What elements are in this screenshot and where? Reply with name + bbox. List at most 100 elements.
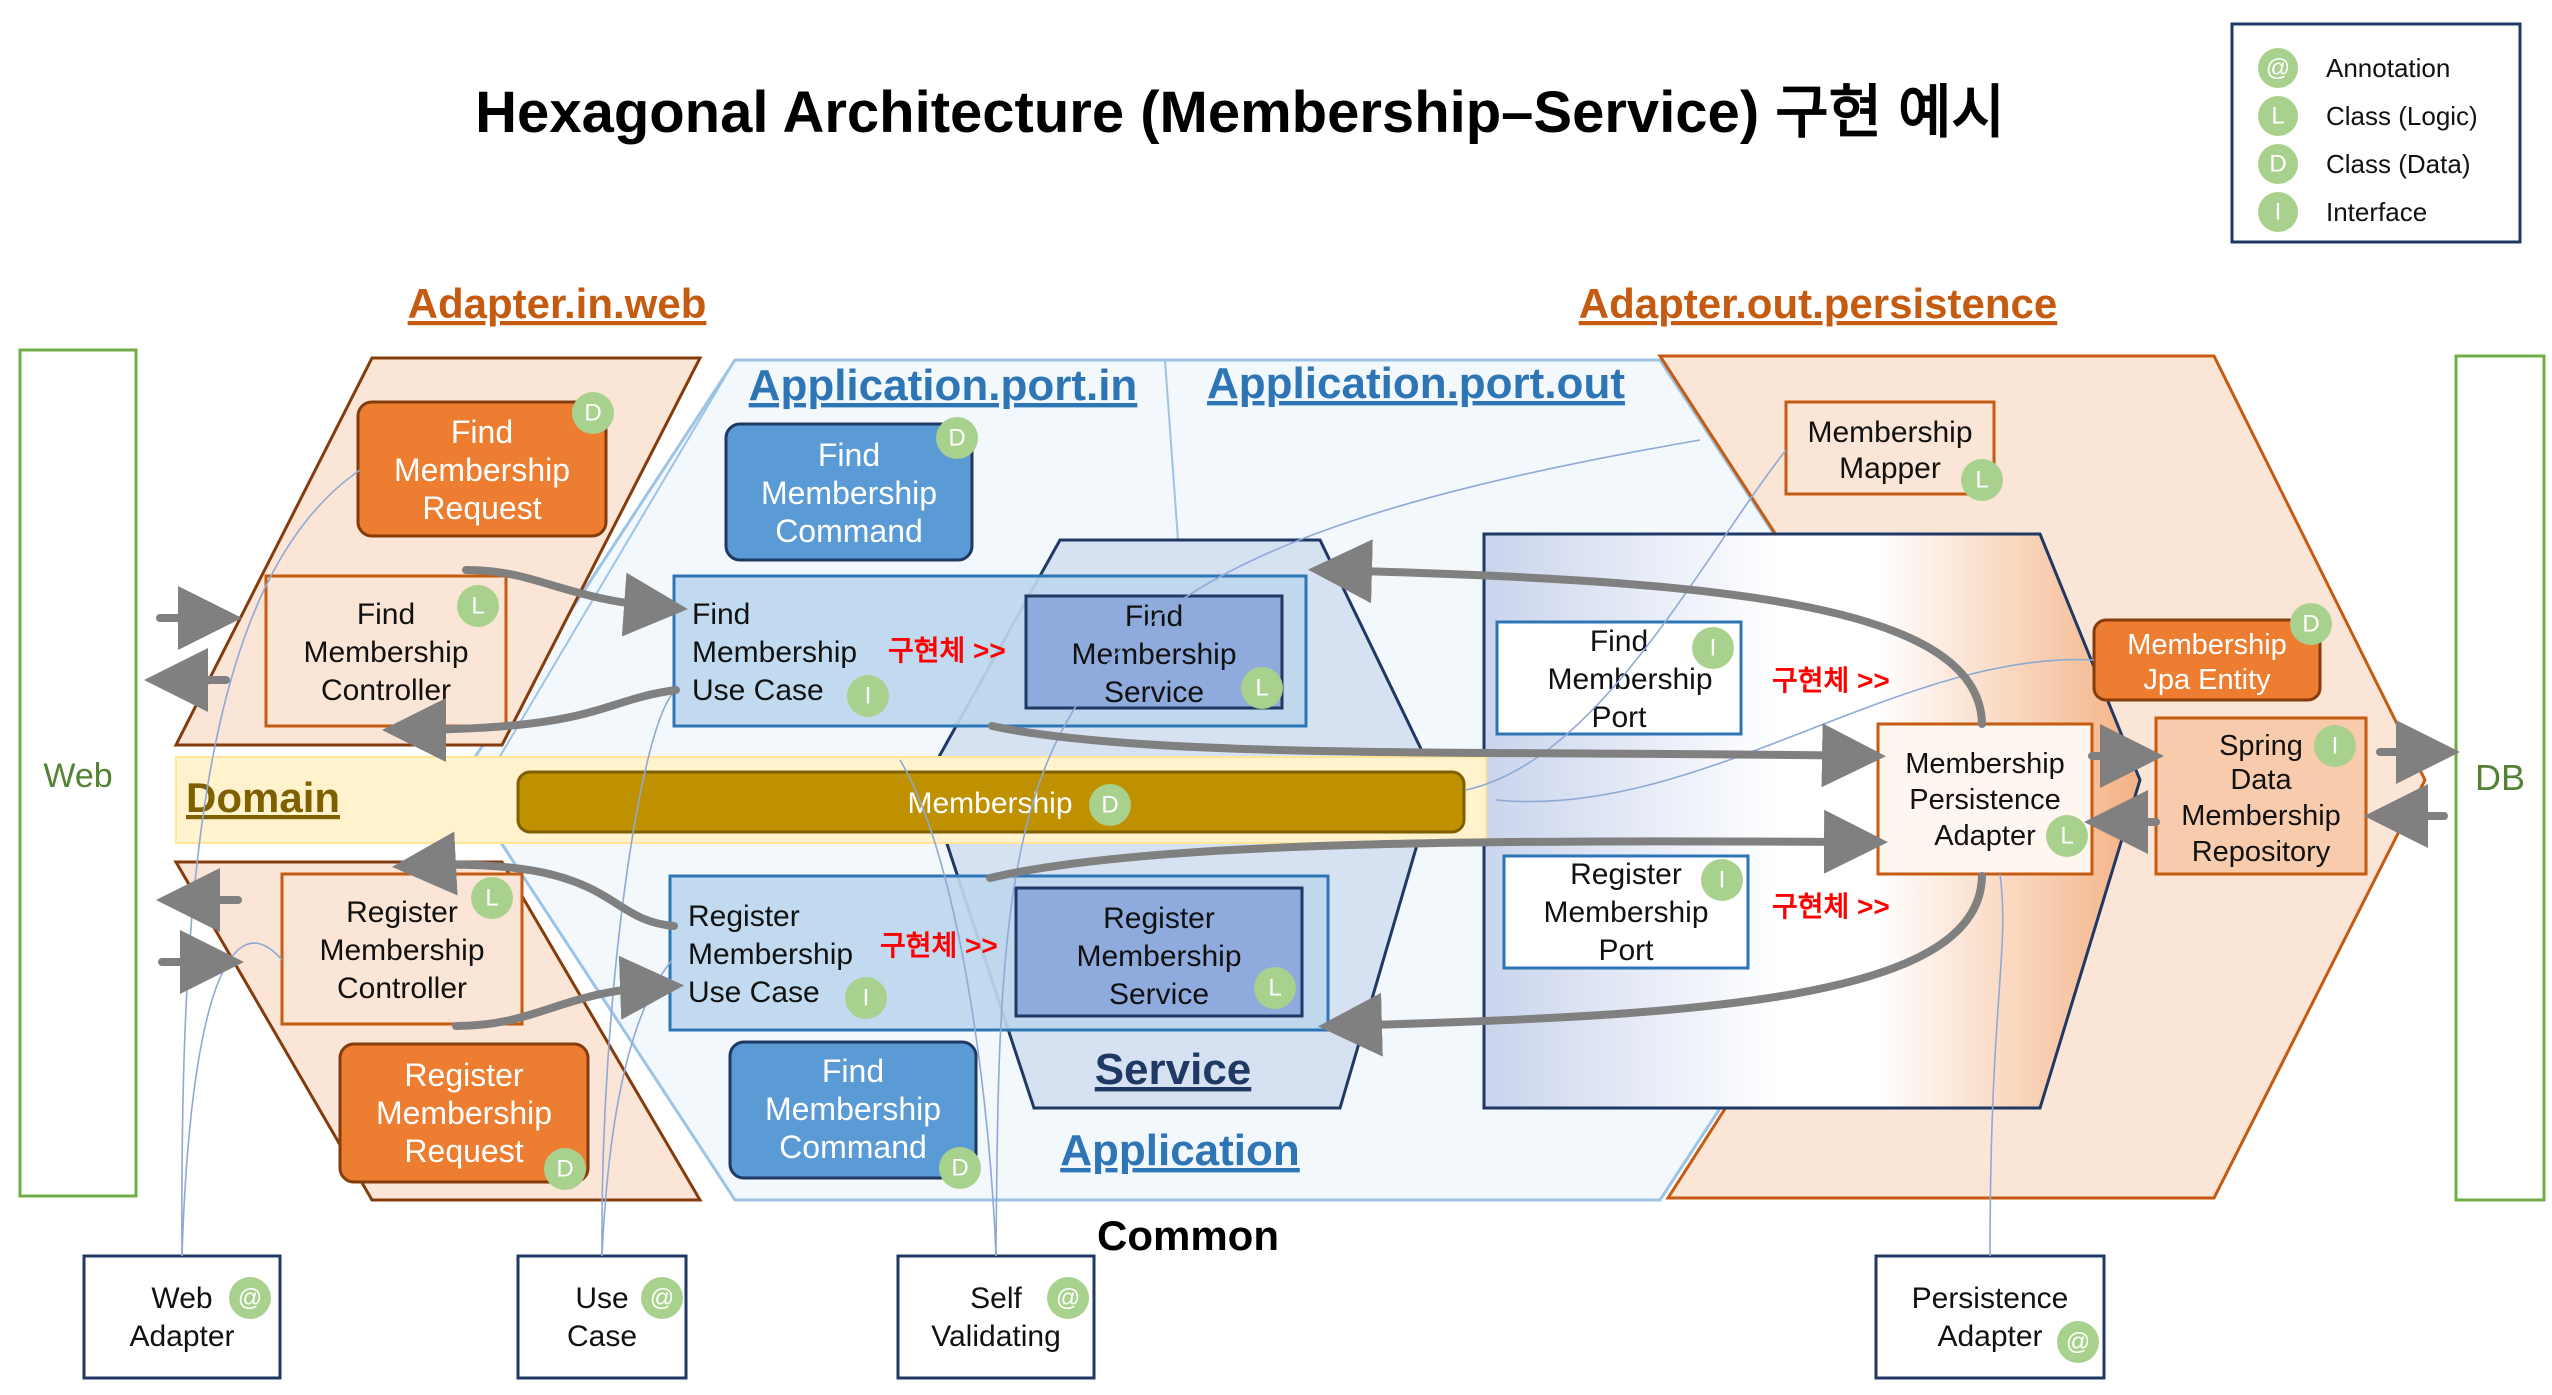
- svg-text:D: D: [556, 1156, 573, 1183]
- svg-text:Adapter: Adapter: [1937, 1320, 2042, 1353]
- svg-text:Membership: Membership: [1071, 638, 1236, 671]
- svg-text:Controller: Controller: [337, 972, 467, 1005]
- section-port-in: Application.port.in: [749, 361, 1138, 410]
- svg-text:Use Case: Use Case: [692, 674, 824, 707]
- svg-text:Persistence: Persistence: [1909, 784, 2061, 816]
- svg-text:I: I: [1710, 635, 1717, 662]
- register-membership-port[interactable]: Register Membership Port I: [1502, 854, 1750, 970]
- find-membership-command-2[interactable]: Find Membership Command D: [728, 1040, 981, 1189]
- svg-text:L: L: [485, 885, 498, 912]
- find-membership-request[interactable]: Find Membership Request D: [356, 392, 614, 538]
- find-membership-controller[interactable]: Find Membership Controller L: [264, 574, 508, 728]
- db-side-box: DB: [2454, 354, 2546, 1202]
- self-validating-annotation[interactable]: Self Validating @: [896, 1254, 1096, 1380]
- svg-text:Persistence: Persistence: [1912, 1282, 2069, 1315]
- implements-label: 구현체 >>: [880, 930, 998, 961]
- svg-text:Command: Command: [775, 513, 923, 549]
- svg-text:@: @: [2066, 1329, 2090, 1356]
- svg-text:Adapter: Adapter: [129, 1320, 234, 1353]
- membership-mapper[interactable]: Membership Mapper L: [1784, 400, 2003, 501]
- section-adapter-out-persistence: Adapter.out.persistence: [1579, 280, 2057, 327]
- membership-jpa-entity[interactable]: Membership Jpa Entity D: [2092, 603, 2332, 702]
- svg-text:Mapper: Mapper: [1839, 452, 1941, 485]
- svg-text:Request: Request: [404, 1133, 523, 1169]
- legend: @ Annotation L Class (Logic) D Class (Da…: [2230, 22, 2522, 244]
- svg-text:Command: Command: [779, 1129, 927, 1165]
- page-title: Hexagonal Architecture (Membership–Servi…: [475, 80, 2005, 145]
- svg-text:Membership: Membership: [907, 787, 1072, 820]
- svg-text:L: L: [1975, 467, 1988, 494]
- svg-text:Membership: Membership: [1543, 896, 1708, 929]
- svg-text:Find: Find: [692, 598, 750, 631]
- svg-text:Service: Service: [1104, 676, 1204, 709]
- svg-text:Annotation: Annotation: [2326, 53, 2450, 83]
- svg-text:L: L: [2271, 103, 2284, 130]
- svg-text:Membership: Membership: [1076, 940, 1241, 973]
- svg-text:D: D: [1101, 792, 1118, 819]
- implements-label: 구현체 >>: [888, 635, 1006, 666]
- svg-text:Register: Register: [346, 896, 458, 929]
- find-membership-port[interactable]: Find Membership Port I: [1495, 620, 1743, 736]
- annotation-connectors: [181, 439, 2095, 1257]
- membership-domain-entity[interactable]: Membership D: [516, 770, 1466, 834]
- register-membership-request[interactable]: Register Membership Request D: [338, 1042, 590, 1190]
- section-domain: Domain: [186, 774, 340, 821]
- svg-text:I: I: [865, 683, 872, 710]
- spring-data-membership-repository[interactable]: Spring Data Membership Repository I: [2154, 716, 2368, 876]
- svg-text:Membership: Membership: [761, 475, 937, 511]
- svg-text:Membership: Membership: [2181, 800, 2341, 832]
- find-membership-service[interactable]: Find Membership Service L: [1024, 594, 1284, 710]
- svg-text:Use: Use: [575, 1282, 628, 1315]
- svg-text:Register: Register: [1570, 858, 1682, 891]
- svg-text:D: D: [948, 425, 965, 452]
- web-side-box: Web: [18, 348, 138, 1198]
- register-membership-service[interactable]: Register Membership Service L: [1014, 886, 1304, 1018]
- section-service: Service: [1095, 1045, 1252, 1094]
- svg-text:I: I: [2332, 733, 2339, 760]
- svg-text:Find: Find: [357, 598, 415, 631]
- svg-text:I: I: [1719, 867, 1726, 894]
- use-case-annotation[interactable]: Use Case @: [516, 1254, 688, 1380]
- svg-text:Service: Service: [1109, 978, 1209, 1011]
- section-adapter-in-web: Adapter.in.web: [408, 280, 707, 327]
- flow-arrows: [144, 539, 2460, 1057]
- find-membership-command[interactable]: Find Membership Command D: [724, 417, 978, 562]
- svg-text:Use Case: Use Case: [688, 976, 820, 1009]
- legend-item-class-data: D Class (Data): [2258, 144, 2470, 184]
- svg-text:Find: Find: [1590, 625, 1648, 658]
- svg-text:Self: Self: [970, 1282, 1022, 1315]
- implements-label: 구현체 >>: [1772, 891, 1890, 922]
- svg-text:Membership: Membership: [303, 636, 468, 669]
- svg-text:D: D: [2302, 611, 2319, 638]
- svg-text:Request: Request: [422, 490, 541, 526]
- svg-text:D: D: [2269, 151, 2286, 178]
- svg-text:@: @: [2266, 55, 2290, 82]
- register-membership-controller[interactable]: Register Membership Controller L: [280, 872, 524, 1026]
- svg-text:Membership: Membership: [319, 934, 484, 967]
- svg-text:@: @: [1056, 1285, 1080, 1312]
- svg-text:Controller: Controller: [321, 674, 451, 707]
- svg-text:I: I: [2275, 199, 2282, 226]
- svg-text:Validating: Validating: [931, 1320, 1061, 1353]
- legend-item-class-logic: L Class (Logic): [2258, 96, 2478, 136]
- svg-text:D: D: [951, 1155, 968, 1182]
- svg-text:Membership: Membership: [2127, 629, 2287, 661]
- legend-item-annotation: @ Annotation: [2258, 48, 2450, 88]
- web-adapter-annotation[interactable]: Web Adapter @: [82, 1254, 282, 1380]
- section-application: Application: [1060, 1126, 1300, 1175]
- svg-text:Membership: Membership: [692, 636, 857, 669]
- implements-label: 구현체 >>: [1772, 665, 1890, 696]
- svg-text:Web: Web: [151, 1282, 212, 1315]
- svg-text:D: D: [584, 400, 601, 427]
- svg-text:Repository: Repository: [2192, 836, 2331, 868]
- svg-text:@: @: [238, 1285, 262, 1312]
- membership-persistence-adapter[interactable]: Membership Persistence Adapter L: [1876, 722, 2094, 876]
- svg-text:Port: Port: [1598, 934, 1654, 967]
- legend-item-interface: I Interface: [2258, 192, 2427, 232]
- svg-text:L: L: [1268, 975, 1281, 1002]
- persistence-adapter-annotation[interactable]: Persistence Adapter @: [1874, 1254, 2106, 1380]
- svg-text:Adapter: Adapter: [1934, 820, 2036, 852]
- svg-text:Register: Register: [1103, 902, 1215, 935]
- svg-text:L: L: [1255, 675, 1268, 702]
